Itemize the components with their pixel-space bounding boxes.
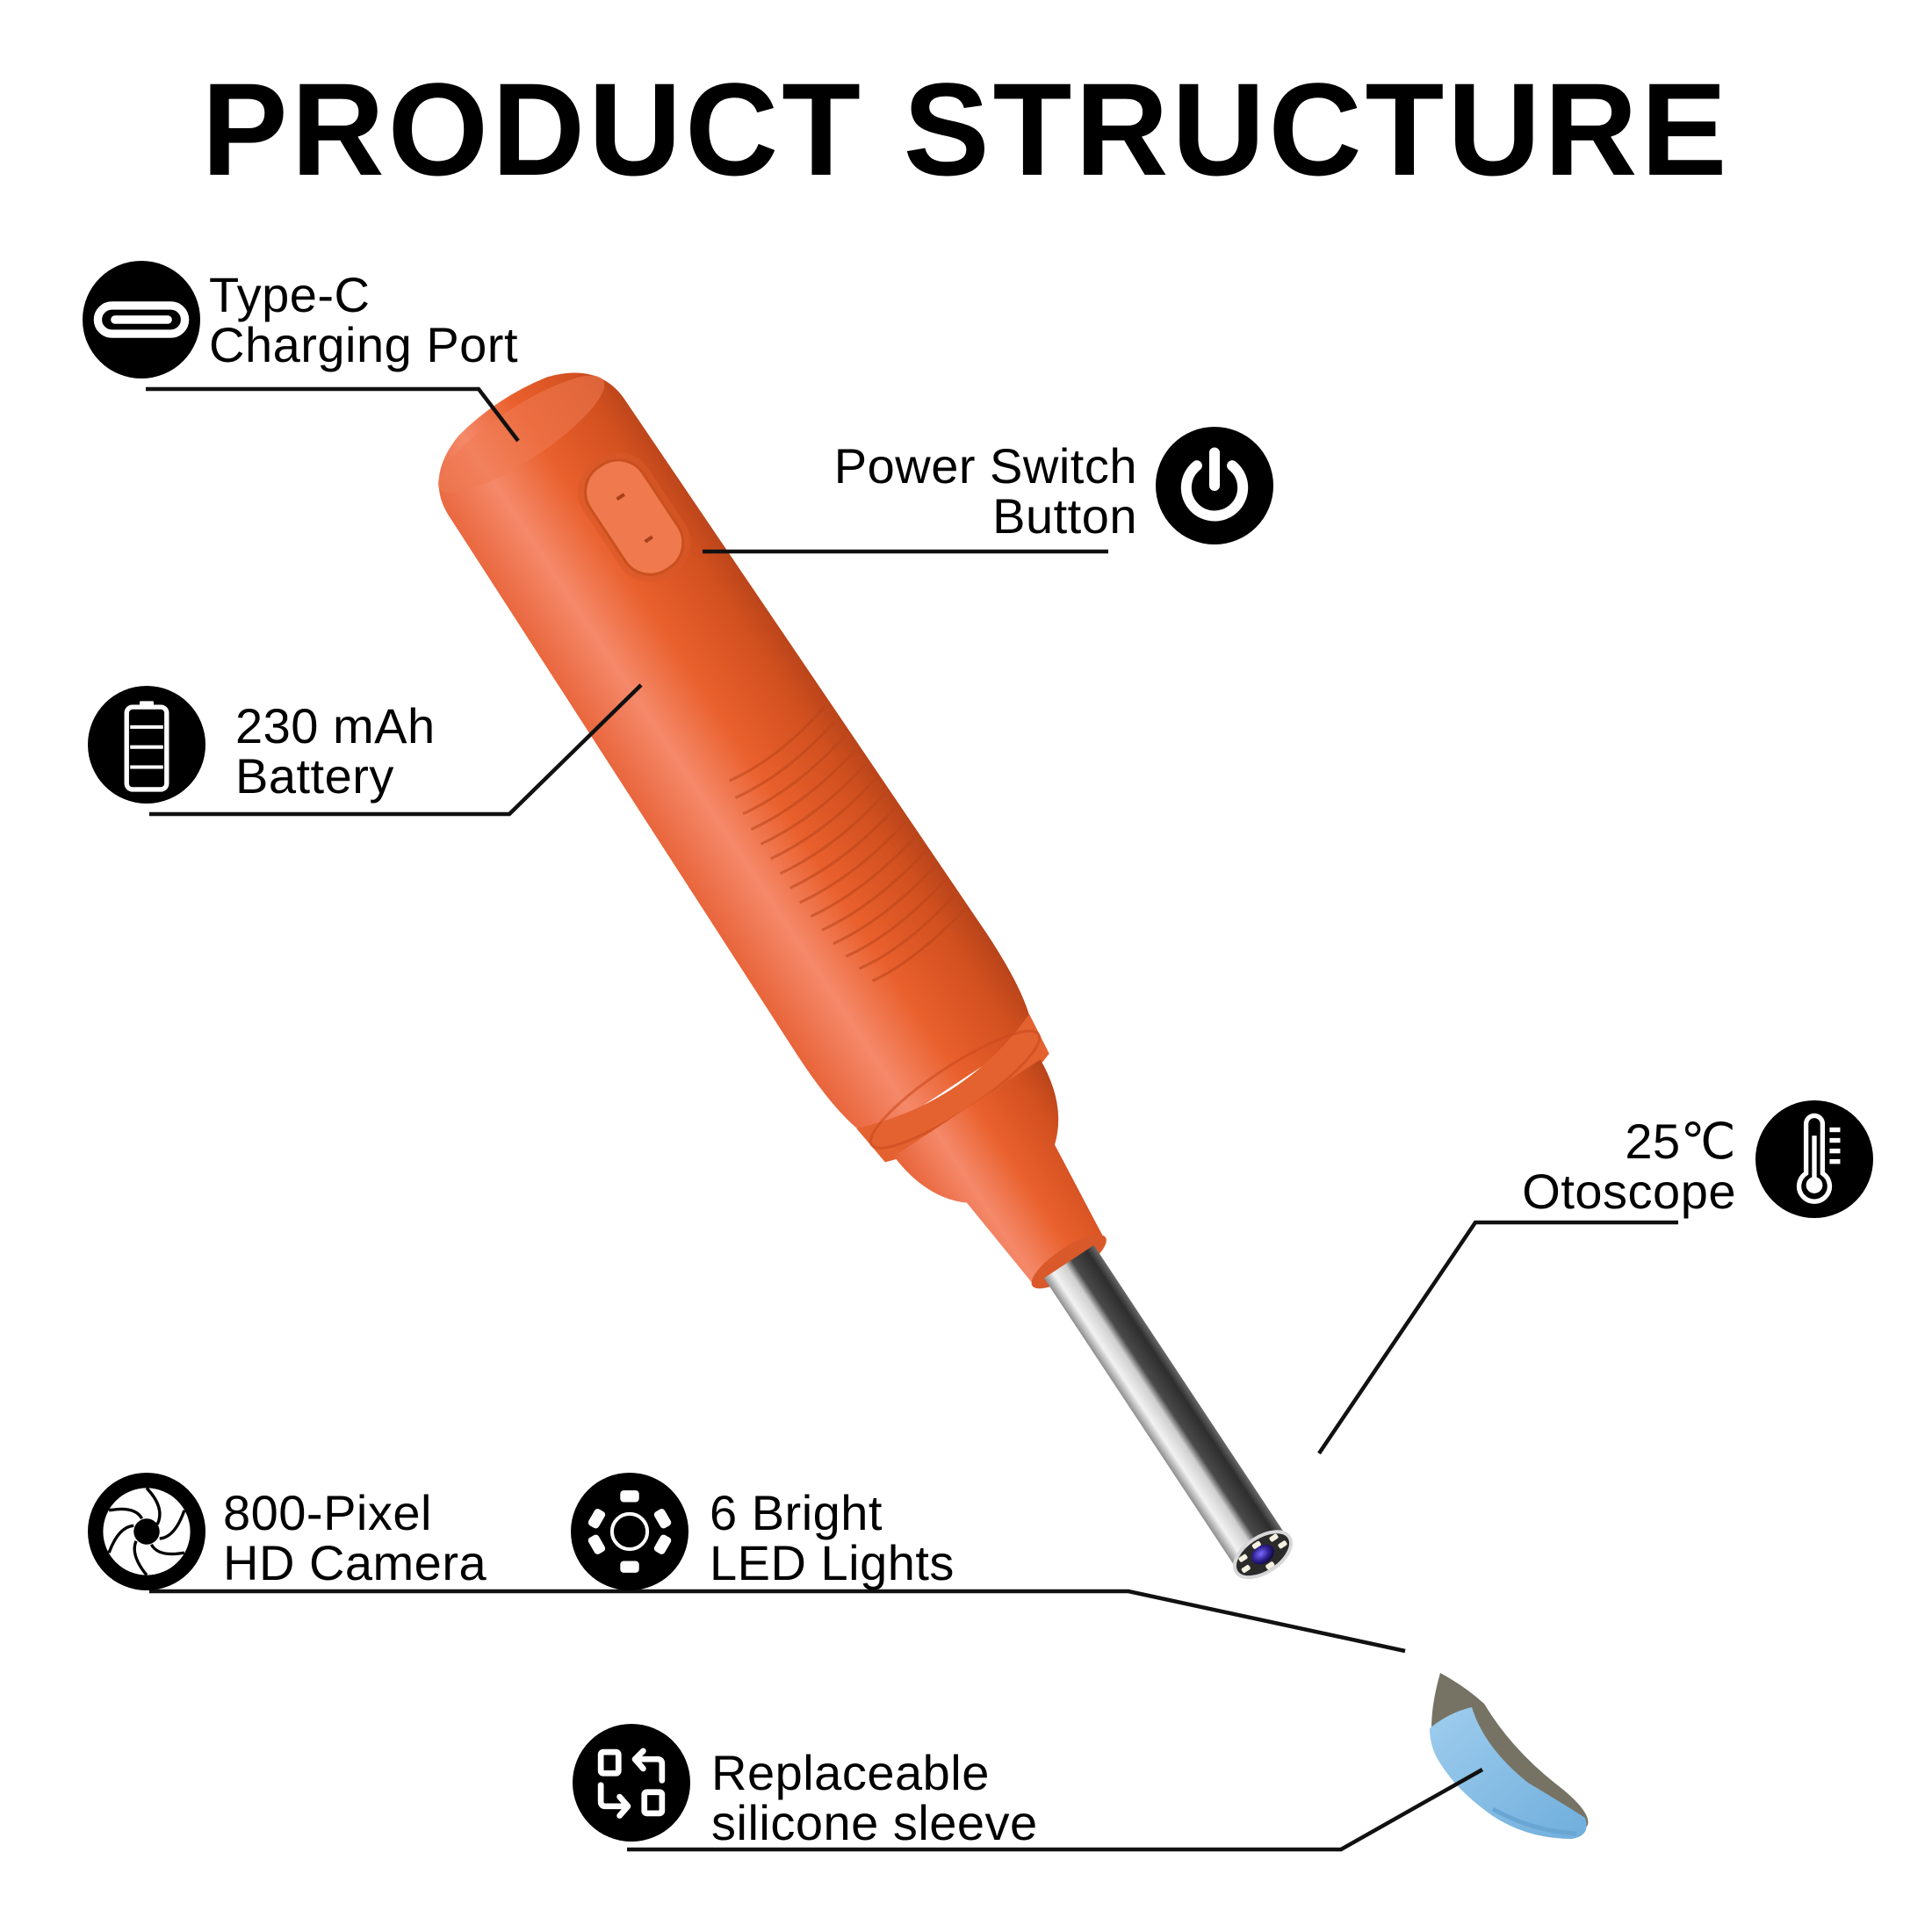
leader-line-sleeve [627,1768,1484,1852]
label-otoscope: 25℃ Otoscope [1522,1116,1736,1216]
handle-body [438,372,1034,1140]
label-sleeve-line2: silicone sleeve [711,1795,1038,1850]
label-battery-line2: Battery [235,748,394,804]
label-power-line1: Power Switch [833,438,1137,494]
thermometer-icon [1755,1100,1873,1218]
silicone-sleeve [1430,1673,1589,1839]
label-type-c-line1: Type-C [209,267,371,322]
led-ring-icon [571,1473,688,1590]
leader-line-battery [149,683,643,817]
leader-line-otoscope [1317,1220,1678,1455]
label-battery: 230 mAh Battery [235,701,436,801]
replace-swap-icon [573,1724,690,1842]
leader-line-type-c [146,386,520,443]
handle-neck [893,1059,1105,1286]
label-led-line2: LED Lights [710,1535,955,1590]
label-camera-line2: HD Camera [223,1535,487,1590]
camera-lens [1251,1544,1274,1565]
page-title: PRODUCT STRUCTURE [201,55,1731,203]
camera-aperture-icon [88,1473,205,1590]
label-power-line2: Button [992,488,1137,544]
grip-texture [729,707,967,983]
label-sleeve-line1: Replaceable [711,1745,990,1800]
label-type-c-line2: Charging Port [209,317,519,372]
power-switch-button [577,452,691,582]
battery-icon [88,686,205,804]
label-power: Power Switch Button [834,441,1137,541]
label-type-c: Type-C Charging Port [209,270,518,370]
label-battery-line1: 230 mAh [235,698,436,753]
label-otoscope-line2: Otoscope [1522,1164,1736,1219]
leader-line-camera-led [149,1589,1406,1654]
steel-probe [1043,1244,1288,1571]
label-camera-line1: 800-Pixel [223,1485,432,1540]
usb-c-port-icon [83,261,200,378]
label-otoscope-line1: 25℃ [1625,1114,1736,1169]
label-camera: 800-Pixel HD Camera [223,1488,487,1588]
leader-lines [146,386,1678,1852]
handle [437,372,1293,1580]
label-led: 6 Bright LED Lights [710,1488,955,1588]
label-led-line1: 6 Bright [710,1485,883,1540]
label-sleeve: Replaceable silicone sleeve [711,1748,1038,1848]
power-icon [1156,427,1273,544]
led-ring [1238,1533,1287,1573]
